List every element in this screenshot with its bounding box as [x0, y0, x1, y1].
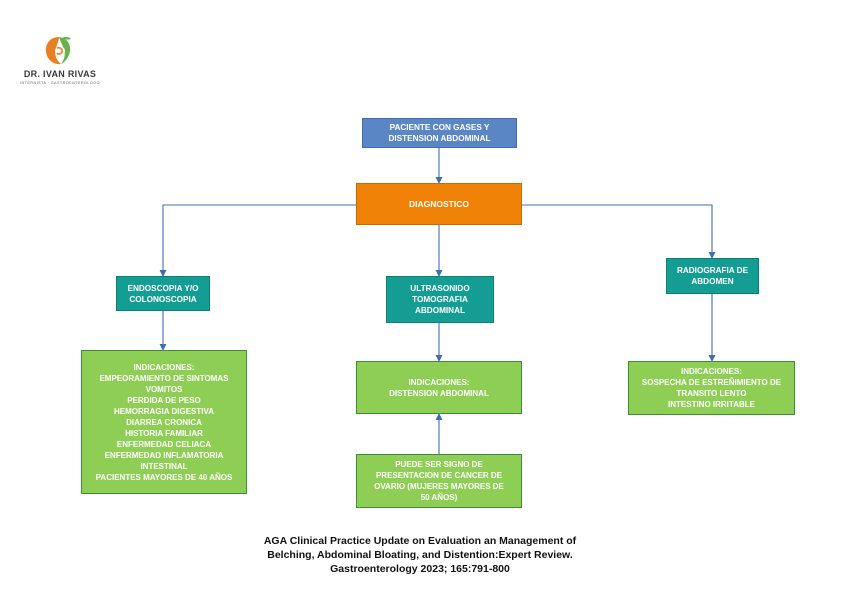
logo-tagline: INTERNISTA · GASTROENTEROLOGO	[20, 81, 100, 85]
ultrasound-node-line: ULTRASONIDO	[410, 284, 470, 293]
indications-line: INDICACIONES:	[681, 367, 742, 376]
indications-line: ENFERMEDAD CELIACA	[116, 439, 212, 449]
indications-line: INTESTINO IRRITABLE	[668, 400, 755, 409]
radiography-indications-box: INDICACIONES: SOSPECHA DE ESTREÑIMIENTO …	[628, 361, 795, 415]
indications-line: PACIENTES MAYORES DE 40 AÑOS	[95, 472, 233, 482]
diagnosis-node: DIAGNOSTICO	[356, 183, 522, 225]
logo-name: DR. IVAN RIVAS	[23, 69, 97, 79]
indications-line: ENFERMEDAD INFLAMATORIA	[104, 450, 224, 460]
endoscopy-node: ENDOSCOPIA Y/O COLONOSCOPIA	[116, 276, 210, 311]
start-node-line: DISTENSION ABDOMINAL	[388, 134, 491, 143]
radiography-node: RADIOGRAFIA DE ABDOMEN	[666, 258, 759, 294]
note-line: OVARIO (MUJERES MAYORES DE	[374, 482, 504, 491]
ovarian-cancer-note-box: PUEDE SER SIGNO DE PRESENTACION DE CANCE…	[356, 454, 522, 508]
citation: AGA Clinical Practice Update on Evaluati…	[200, 534, 640, 576]
endoscopy-node-line: COLONOSCOPIA	[129, 294, 197, 304]
indications-line: HEMORRAGIA DIGESTIVA	[113, 406, 214, 416]
endoscopy-node-line: ENDOSCOPIA Y/O	[127, 283, 199, 293]
start-node-line: PACIENTE CON GASES Y	[389, 123, 490, 132]
diagnosis-node-label: DIAGNOSTICO	[409, 198, 469, 209]
endoscopy-indications-box: INDICACIONES: EMPEORAMIENTO DE SINTOMAS …	[81, 350, 247, 494]
logo: DR. IVAN RIVAS INTERNISTA · GASTROENTERO…	[18, 34, 102, 88]
note-line: PUEDE SER SIGNO DE	[395, 460, 483, 469]
start-node: PACIENTE CON GASES Y DISTENSION ABDOMINA…	[362, 118, 517, 148]
indications-line: SOSPECHA DE ESTREÑIMIENTO DE	[641, 378, 782, 387]
indications-line: EMPEORAMIENTO DE SINTOMAS	[99, 373, 229, 383]
ultrasound-node-line: ABDOMINAL	[414, 306, 466, 315]
ultrasound-node-line: TOMOGRAFIA	[412, 295, 468, 304]
ultrasound-node: ULTRASONIDO TOMOGRAFIA ABDOMINAL	[386, 276, 494, 323]
indications-line: INTESTINAL	[140, 461, 188, 471]
radiography-node-line: ABDOMEN	[691, 277, 734, 286]
indications-line: VOMITOS	[145, 384, 183, 394]
ultrasound-indications-box: INDICACIONES: DISTENSION ABDOMINAL	[356, 361, 522, 414]
indications-line: DISTENSION ABDOMINAL	[389, 388, 489, 398]
stomach-leaf-icon	[45, 36, 71, 65]
arrow-diagnosis-to-radiography	[522, 204, 716, 259]
citation-line: Belching, Abdominal Bloating, and Disten…	[267, 549, 573, 561]
arrow-diagnosis-to-endoscopy	[159, 204, 356, 277]
note-line: PRESENTACION DE CANCER DE	[375, 471, 503, 480]
citation-line: Gastroenterology 2023; 165:791-800	[330, 563, 510, 575]
indications-line: INDICACIONES:	[408, 377, 470, 387]
radiography-node-line: RADIOGRAFIA DE	[676, 266, 749, 275]
citation-line: AGA Clinical Practice Update on Evaluati…	[263, 535, 577, 547]
indications-line: TRANSITO LENTO	[676, 389, 747, 398]
indications-line: PERDIDA DE PESO	[127, 395, 201, 405]
indications-line: INDICACIONES:	[133, 362, 195, 372]
indications-line: DIARREA CRONICA	[126, 417, 202, 427]
indications-line: HISTORIA FAMILIAR	[125, 428, 203, 438]
note-line: 50 AÑOS)	[420, 493, 458, 502]
